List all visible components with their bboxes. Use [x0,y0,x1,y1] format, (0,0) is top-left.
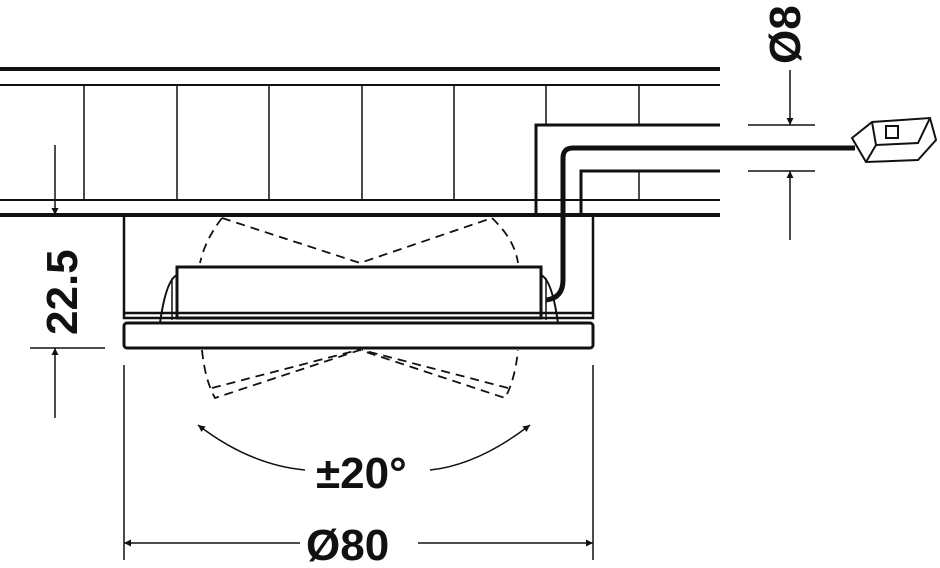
cable-diameter-label: Ø8 [761,5,810,64]
connector-plug [850,116,938,164]
height-label: 22.5 [38,249,87,335]
cable [545,145,855,303]
light-housing [122,215,595,350]
tilt-range-outline [199,217,519,400]
outer-diameter-label: Ø80 [306,521,389,568]
cable-channel [534,123,720,215]
tilt-angle-label: ±20° [316,449,407,498]
cabinet-panel [0,67,720,217]
dimension-lines [30,70,815,560]
